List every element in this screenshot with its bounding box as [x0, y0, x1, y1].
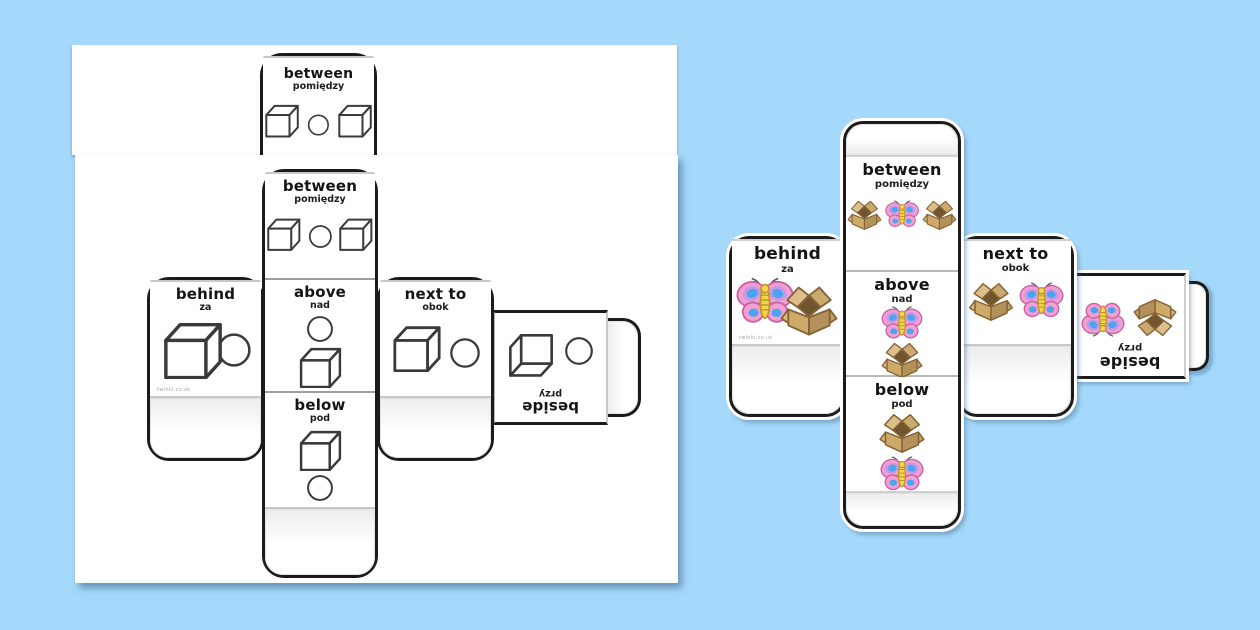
face-label-pl: pomiędzy: [874, 178, 930, 190]
face-label-pl: za: [781, 263, 794, 275]
circle-outline-icon: [565, 336, 595, 366]
circle-outline-icon: [449, 337, 481, 369]
glue-flap: [846, 124, 958, 157]
face-label-en: below: [874, 380, 930, 399]
face-behind-cell: behind za twinkl.co.uk: [732, 241, 843, 346]
glue-flap: [150, 398, 261, 458]
colour-net-center-column: between pomiędzy above nad below pod: [843, 121, 961, 529]
face-label-en: next to: [404, 285, 467, 303]
face-between-cell: between pomiędzy: [265, 174, 375, 280]
face-label-en: below: [294, 396, 346, 414]
face-label-en: next to: [982, 244, 1049, 263]
butterfly-icon: [1019, 281, 1064, 322]
face-label-pl: przy: [1117, 342, 1143, 354]
face-above-cell: above nad: [265, 280, 375, 393]
face-below-cell: below pod: [846, 377, 958, 493]
face-label-en: above: [874, 275, 930, 294]
face-label-en: between: [282, 177, 358, 195]
cardboard-box-icon: [1131, 298, 1179, 338]
cardboard-box-icon: [877, 412, 927, 454]
cube-outline-icon: [263, 102, 301, 138]
face-label-pl: obok: [1001, 262, 1030, 274]
circle-outline-icon: [306, 315, 334, 343]
face-label-en: beside: [1099, 353, 1161, 372]
glue-flap: [732, 239, 843, 241]
cube-outline-icon: [160, 319, 226, 379]
cardboard-box-icon: [778, 284, 840, 337]
face-label-en: beside: [521, 398, 580, 416]
glue-flap: [960, 239, 1071, 241]
face-label-pl: nad: [310, 299, 330, 311]
printable-page-2: between pomiędzy: [72, 45, 677, 155]
face-beside-panel: beside przy: [493, 310, 608, 425]
cardboard-box-icon: [846, 198, 883, 232]
circle-outline-icon: [308, 224, 333, 249]
watermark: twinkl.co.uk: [739, 335, 773, 341]
face-above-cell: above nad: [846, 272, 958, 377]
glue-flap: [380, 398, 491, 458]
bw-net-center-column: between pomiędzy above nad below pod: [262, 169, 378, 578]
printable-page-1: beside przy behind za twinkl.co.uk next …: [75, 155, 678, 583]
butterfly-icon: [879, 455, 925, 495]
face-behind-wing: behind za twinkl.co.uk: [147, 277, 264, 461]
face-label-pl: pomiędzy: [292, 80, 345, 92]
cardboard-box-icon: [878, 341, 926, 379]
watermark: twinkl.co.uk: [157, 387, 191, 393]
glue-flap: [607, 318, 641, 417]
glue-flap: [960, 346, 1071, 414]
glue-flap: [380, 280, 491, 282]
circle-outline-icon: [307, 113, 330, 137]
face-behind-wing: behind za twinkl.co.uk: [729, 236, 846, 417]
face-label-pl: pod: [309, 412, 331, 424]
cube-outline-icon: [336, 102, 374, 138]
face-beside-panel: beside przy: [1074, 273, 1186, 379]
face-label-en: between: [862, 160, 942, 179]
cube-outline-icon: [507, 334, 557, 380]
face-label-pl: pomiędzy: [294, 193, 346, 205]
circle-outline-icon: [306, 474, 334, 502]
cardboard-box-icon: [967, 281, 1015, 322]
glue-flap: [846, 493, 958, 526]
face-below-cell: below pod: [265, 393, 375, 509]
face-label-en: behind: [175, 285, 236, 303]
face-next-to-cell: next to obok: [380, 282, 491, 398]
face-between-cell: between pomiędzy: [846, 157, 958, 272]
glue-flap: [263, 56, 374, 58]
face-label-pl: przy: [538, 388, 563, 400]
face-label-pl: obok: [422, 301, 449, 313]
face-label-en: above: [293, 283, 347, 301]
cube-outline-icon: [265, 216, 303, 251]
glue-flap: [265, 509, 375, 575]
face-next-to-wing: next to obok: [377, 277, 494, 461]
butterfly-icon: [1081, 298, 1125, 338]
face-behind-cell: behind za twinkl.co.uk: [150, 282, 261, 398]
butterfly-icon: [885, 198, 919, 232]
cube-outline-icon: [390, 323, 444, 372]
face-label-pl: nad: [891, 293, 913, 305]
glue-flap: [150, 280, 261, 282]
glue-flap: [732, 346, 843, 414]
face-between-cell: between pomiędzy: [263, 58, 374, 138]
bw-net-page2-between-column: between pomiędzy: [260, 53, 377, 155]
face-label-en: behind: [753, 244, 822, 264]
face-next-to-wing: next to obok: [957, 236, 1074, 417]
butterfly-icon: [880, 305, 924, 343]
glue-flap: [1185, 281, 1209, 371]
face-label-en: between: [283, 66, 354, 82]
cube-outline-icon: [337, 216, 375, 251]
face-label-pl: pod: [891, 398, 913, 410]
face-next-to-cell: next to obok: [960, 241, 1071, 346]
face-label-pl: za: [199, 301, 212, 313]
cube-outline-icon: [297, 428, 344, 471]
glue-flap: [265, 172, 375, 174]
cardboard-box-icon: [921, 198, 958, 232]
cube-outline-icon: [297, 345, 344, 388]
